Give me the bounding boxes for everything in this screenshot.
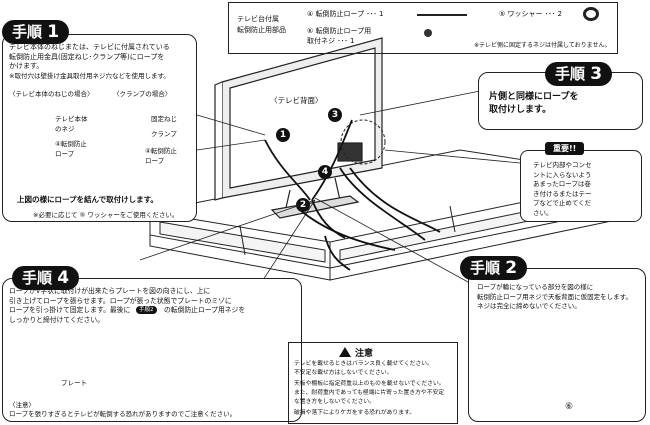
label-rope-a: ④転倒防止 ロープ xyxy=(55,140,87,158)
caution-line4: また、耐荷重内であっても極端に片寄った置き方や不安定 xyxy=(294,390,445,396)
step4-caution-head: 〈注意〉 xyxy=(9,401,35,409)
step1-box: テレビ本体のねじまたは、テレビに付属されている 転倒防止用金具(固定ねじ･クラン… xyxy=(2,34,197,222)
important-box: テレビ内部やコンセ ントに入らないよう あまったロープは巻 き付けるまたはテー … xyxy=(520,150,642,222)
tv-back-label: 〈テレビ背面〉 xyxy=(270,96,323,105)
step2-box: ロープが輪になっている部分を図の様に 転倒防止ロープ用ネジで天板背面に仮固定をし… xyxy=(468,268,646,422)
warning-icon xyxy=(339,347,351,357)
step1-case-clamp: 〈クランプの場合〉 xyxy=(113,90,172,98)
step4-caution: ロープを張りすぎるとテレビが転倒する恐れがありますのでご注意ください。 xyxy=(9,410,237,418)
step3-text: 片側と同様にロープを 取付けします。 xyxy=(489,92,579,115)
caution-title: 注意 xyxy=(355,349,374,359)
step3-tag-label: 手順 xyxy=(555,65,586,83)
caution-line5: な置き方をしないでください。 xyxy=(294,399,375,405)
step2-tag-label: 手順 xyxy=(470,259,501,277)
step1-text: テレビ本体のねじまたは、テレビに付属されている 転倒防止用金具(固定ねじ･クラン… xyxy=(9,43,170,70)
label-fix-screw: 固定ねじ xyxy=(151,115,177,123)
step4-tag-num: 4 xyxy=(57,268,70,288)
parts-washer-label: ⑤ ワッシャー ･･･ 2 xyxy=(499,10,562,18)
step4-tag-label: 手順 xyxy=(22,269,53,287)
caution-line6: 破損や落下によりケガをする恐れがあります。 xyxy=(294,410,416,416)
step1-washer-note: ※必要に応じて ⑤ ワッシャーをご使用ください。 xyxy=(33,211,179,219)
step4-text: ロープがV字状に取付けが出来たらプレートを図の向きにし、上に 引き上げてロープを… xyxy=(9,287,232,314)
parts-heading: テレビ台付属 転倒防止用部品 xyxy=(237,15,286,34)
rope-part-icon xyxy=(417,14,467,16)
step2-tag: 手順 2 xyxy=(460,256,528,280)
marker-4: 4 xyxy=(318,165,332,179)
step2-screw-num: ⑥ xyxy=(565,402,574,412)
parts-rope-label: ④ 転倒防止ロープ ･･･ 1 xyxy=(307,10,384,18)
important-tag: 重要!! xyxy=(545,142,585,155)
rope-drawing xyxy=(264,119,441,271)
step1-tag-label: 手順 xyxy=(12,23,43,41)
marker-2: 2 xyxy=(296,198,310,212)
caution-line1: テレビを載せるときはバランス良く載せてください。 xyxy=(294,361,433,367)
parts-note: ※テレビ側に固定するネジは付属しておりません。 xyxy=(474,42,611,49)
step1-tag: 手順 1 xyxy=(2,20,70,44)
parts-screw-label: ⑥ 転倒防止ロープ用 取付ネジ ･･･ 1 xyxy=(307,27,372,45)
screw-icon xyxy=(424,29,432,37)
zoom-circle xyxy=(340,119,386,165)
step2-text: ロープが輪になっている部分を図の様に 転倒防止ロープ用ネジで天板背面に仮固定をし… xyxy=(477,283,632,310)
step1-tag-num: 1 xyxy=(47,22,60,42)
step4-badge: 手順2 xyxy=(136,306,157,314)
step4-tag: 手順 4 xyxy=(12,266,80,290)
caution-line3: 天板や棚板に指定荷重以上のものを載せないでください。 xyxy=(294,381,445,387)
step3-tag-num: 3 xyxy=(590,64,603,84)
label-clamp: クランプ xyxy=(151,130,177,138)
caution-box: 注意 テレビを載せるときはバランス良く載せてください。 不安定な載せ方はしないで… xyxy=(288,342,458,424)
step3-tag: 手順 3 xyxy=(545,62,613,86)
label-tv-screw: テレビ本体 のネジ xyxy=(55,115,88,133)
step1-bottom: 上図の様にロープを結んで取付けします。 xyxy=(17,195,158,204)
step1-note: ※取付穴は壁掛け金具取付用ネジ穴などを使用します。 xyxy=(9,72,170,80)
step4-text-tail: の転倒防止ロープ用ネジを しっかりと締付けてください。 xyxy=(9,306,246,324)
step2-tag-num: 2 xyxy=(505,258,518,278)
caution-header: 注意 xyxy=(339,346,373,359)
parts-box: テレビ台付属 転倒防止用部品 ④ 転倒防止ロープ ･･･ 1 ⑤ ワッシャー ･… xyxy=(228,2,618,54)
marker-3: 3 xyxy=(328,108,342,122)
step1-case-screw: 〈テレビ本体のねじの場合〉 xyxy=(9,90,94,98)
label-rope-b: ④転倒防止 ロープ xyxy=(145,147,177,165)
step4-box: ロープがV字状に取付けが出来たらプレートを図の向きにし、上に 引き上げてロープを… xyxy=(2,278,302,422)
caution-line2: 不安定な載せ方はしないでください。 xyxy=(294,370,393,376)
plate-label: プレート xyxy=(61,379,87,387)
important-text: テレビ内部やコンセ ントに入らないよう あまったロープは巻 き付けるまたはテー … xyxy=(533,161,592,217)
marker-1: 1 xyxy=(276,128,290,142)
washer-icon xyxy=(583,7,599,21)
